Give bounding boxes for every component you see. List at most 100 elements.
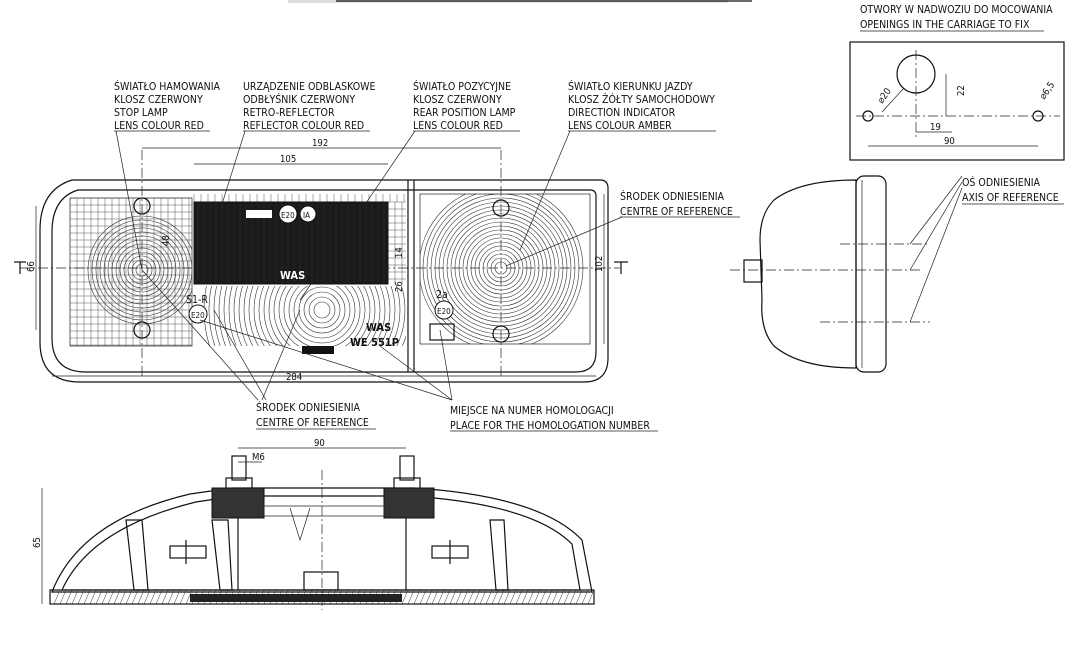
hatch-line (185, 589, 193, 605)
hatch-line (107, 589, 115, 605)
e20-top-text: E20 (281, 211, 295, 220)
ring (243, 286, 401, 346)
side-screw-right (431, 540, 469, 564)
callout-homologation: MIEJSCE NA NUMER HOMOLOGACJI PLACE FOR T… (199, 319, 658, 432)
hatch-line (425, 589, 433, 605)
centre-bottom-leader-2 (261, 309, 301, 401)
was-bottom-text: WAS (366, 321, 391, 334)
s1r-text: S1-R (186, 294, 208, 306)
axis-ref-line-1: OŚ ODNIESIENIA (962, 176, 1041, 189)
centre-bottom-leader-3 (213, 309, 267, 401)
hatch-line (131, 589, 139, 605)
hatch-line (473, 589, 481, 605)
bolt-right-block (383, 487, 435, 519)
ring (268, 286, 376, 346)
hatch-line (545, 589, 553, 605)
position-line-3: REAR POSITION LAMP (413, 107, 516, 119)
e20-right-text: E20 (437, 307, 451, 316)
homologation-line-2: PLACE FOR THE HOMOLOGATION NUMBER (450, 420, 650, 432)
bolt-left-thread (231, 455, 247, 481)
hole-20-leader (881, 87, 905, 113)
axis-ref-line-2: AXIS OF REFERENCE (962, 192, 1059, 204)
hatch-line (65, 589, 73, 605)
section-base-dark (190, 594, 402, 602)
dim-holes-19: 19 (930, 122, 941, 133)
hatch-line (527, 589, 535, 605)
hatch-line (557, 589, 565, 605)
position-leader (299, 130, 416, 301)
hatch-line (563, 589, 571, 605)
hatch-line (143, 589, 151, 605)
hatch-line (101, 589, 109, 605)
housing-outline (39, 179, 609, 383)
hatch-line (167, 589, 175, 605)
centre-right-leader (505, 216, 623, 267)
indicator-line-1: ŚWIATŁO KIERUNKU JAZDY (568, 80, 693, 93)
centre-bottom-line-1: ŚRODEK ODNIESIENIA (256, 401, 361, 414)
position-lamp-tab (302, 346, 334, 354)
post-3 (489, 519, 509, 591)
indicator-line-2: KLOSZ ŻÓŁTY SAMOCHODOWY (568, 93, 715, 106)
hatch-line (89, 589, 97, 605)
two-a-text: 2a (436, 289, 448, 301)
callout-stop-lamp: ŚWIATŁO HAMOWANIA KLOSZ CZERWONY STOP LA… (114, 80, 221, 271)
ring (273, 286, 371, 346)
hatch-line (161, 589, 169, 605)
dim-section-65: 65 (32, 537, 43, 548)
internal-bracket (263, 505, 385, 517)
hatch-line (401, 589, 409, 605)
hatch-line (119, 589, 127, 605)
hatch-line (449, 589, 457, 605)
hatch-line (413, 589, 421, 605)
hatch-line (461, 589, 469, 605)
hatch-line (503, 589, 511, 605)
side-screw-left (169, 540, 207, 564)
homologation-leader-1 (199, 319, 453, 401)
hatch-line (575, 589, 583, 605)
callout-centre-right: ŚRODEK ODNIESIENIA CENTRE OF REFERENCE (505, 190, 740, 267)
hatch-line (59, 589, 67, 605)
hatch-line (497, 589, 505, 605)
ring (303, 291, 341, 329)
hatch-line (77, 589, 85, 605)
callout-centre-bottom: ŚRODEK ODNIESIENIA CENTRE OF REFERENCE (141, 269, 376, 430)
indicator-line-4: LENS COLOUR AMBER (568, 120, 672, 132)
callout-direction-indicator: ŚWIATŁO KIERUNKU JAZDY KLOSZ ŻÓŁTY SAMOC… (519, 80, 716, 251)
hatch-line (83, 589, 91, 605)
dim-26: 26 (394, 281, 405, 292)
hatch-line (491, 589, 499, 605)
position-lamp-rings (203, 286, 406, 346)
indicator-line-3: DIRECTION INDICATOR (568, 107, 676, 119)
centre-right-line-1: ŚRODEK ODNIESIENIA (620, 190, 725, 203)
hatch-line (551, 589, 559, 605)
hatch-line (587, 589, 595, 605)
stop-lamp-line-1: ŚWIATŁO HAMOWANIA (114, 80, 221, 93)
hatch-line (479, 589, 487, 605)
dim-holes-20: ⌀20 (876, 86, 894, 105)
hatch-line (149, 589, 157, 605)
ring (228, 286, 237, 346)
ring (238, 286, 406, 346)
hatch-line (437, 589, 445, 605)
openings-line-2: OPENINGS IN THE CARRIAGE TO FIX (860, 19, 1030, 31)
cross-section-view: 90 M6 65 (32, 438, 595, 610)
homologation-leader-3 (439, 329, 453, 401)
dim-105: 105 (280, 154, 296, 165)
reflector-line-3: RETRO-REFLECTOR (243, 107, 335, 119)
side-view: OŚ ODNIESIENIA AXIS OF REFERENCE (730, 175, 1064, 373)
ring (308, 296, 336, 324)
dim-holes-65: ⌀6,5 (1038, 80, 1058, 102)
front-view: E20 IA WAS S1-R E20 WAS WE 551P 2a E20 1… (14, 138, 628, 383)
reflector-line-4: REFLECTOR COLOUR RED (243, 120, 364, 132)
centre-right-line-2: CENTRE OF REFERENCE (620, 206, 733, 218)
stop-lamp-leader (115, 130, 143, 271)
reflector-line-2: ODBŁYŚNIK CZERWONY (243, 93, 355, 106)
position-line-1: ŚWIATŁO POZYCYJNE (413, 80, 511, 93)
hatch-line (125, 589, 133, 605)
indicator-leader (519, 130, 571, 251)
ring (208, 286, 216, 346)
axis-ref-leader-1 (909, 175, 963, 245)
hatch-line (113, 589, 121, 605)
ring (288, 286, 356, 344)
